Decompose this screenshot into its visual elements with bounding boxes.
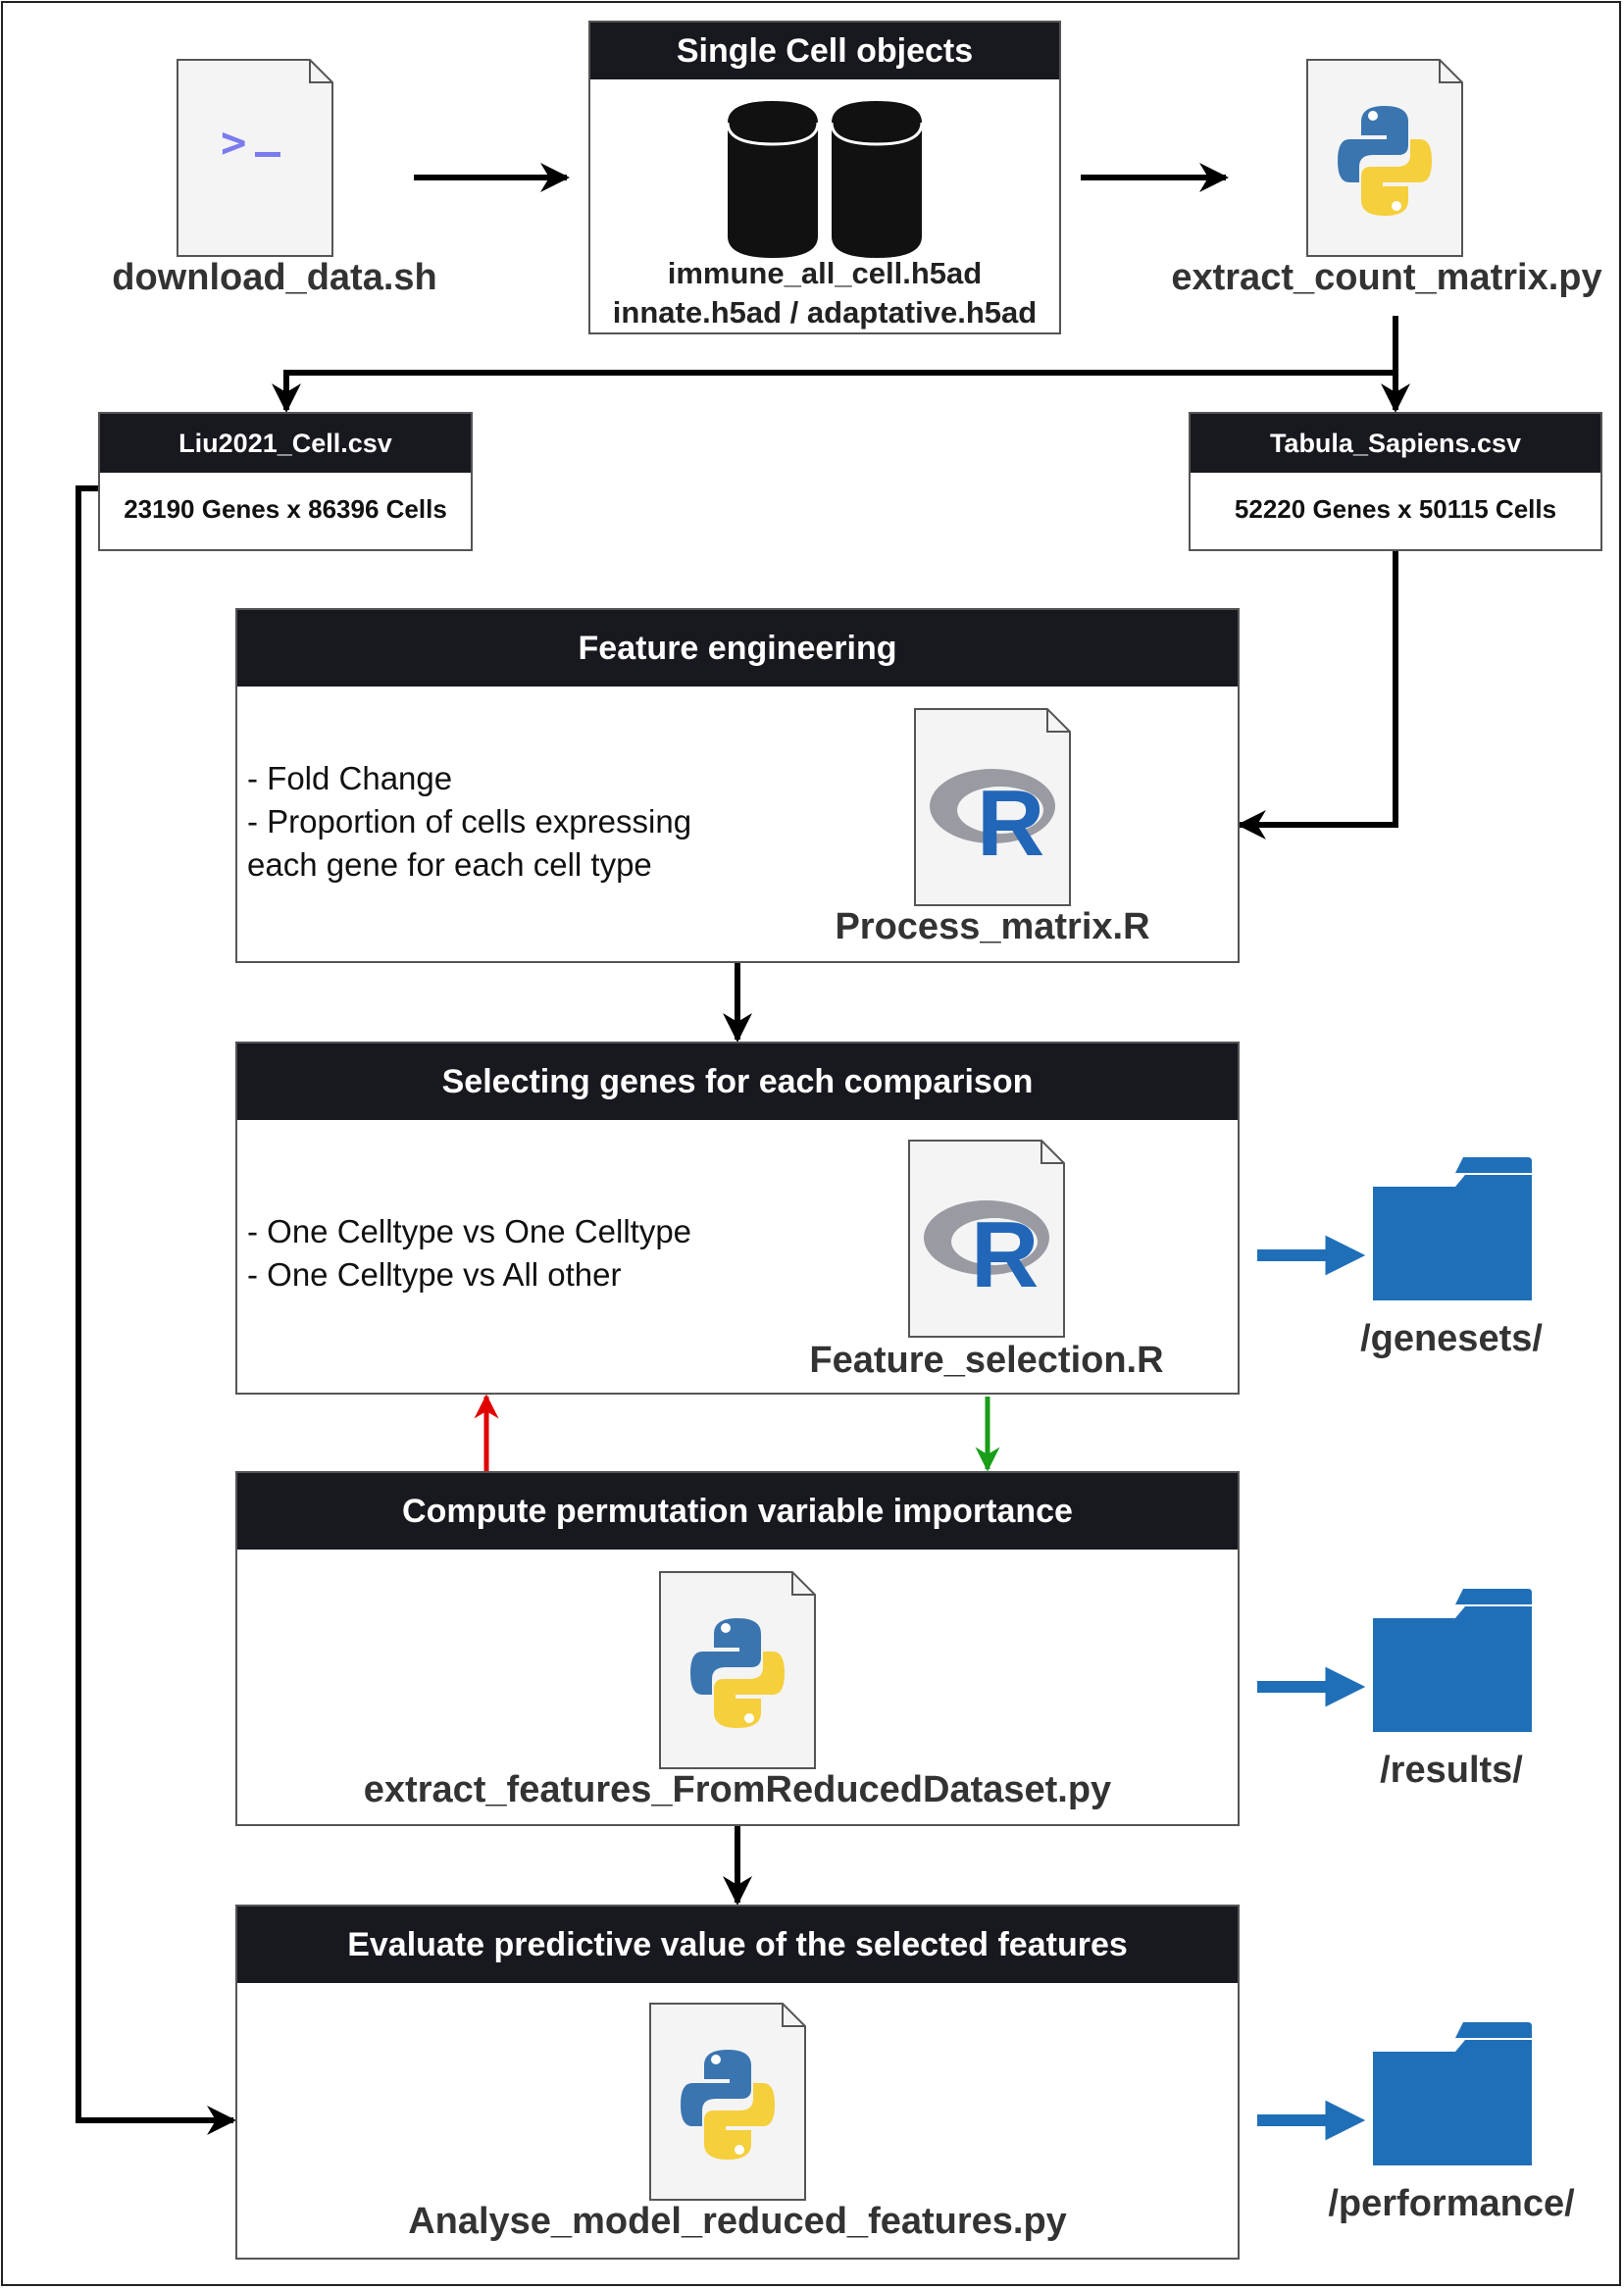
- single-cell-objects-title: Single Cell objects: [590, 23, 1059, 79]
- bullet-proportion: - Proportion of cells expressing: [247, 803, 692, 839]
- liu2021-csv-dims: 23190 Genes x 86396 Cells: [124, 494, 447, 524]
- bullet-fold-change: - Fold Change: [247, 760, 453, 796]
- r-logo-icon: R: [908, 1140, 1065, 1338]
- selecting-genes-box: Selecting genes for each comparison - On…: [235, 1042, 1240, 1395]
- genesets-folder-label: /genesets/: [1360, 1318, 1543, 1359]
- arrow-liu-to-evaluate: [76, 485, 236, 2135]
- feature-engineering-bullets: - Fold Change - Proportion of cells expr…: [247, 757, 691, 887]
- svg-text:R: R: [977, 771, 1044, 876]
- analyse-model-script-label: Analyse_model_reduced_features.py: [408, 2201, 1067, 2242]
- single-cell-objects-box: Single Cell objects immune_all_cell.h5ad…: [588, 21, 1061, 334]
- database-icon: [728, 101, 924, 258]
- arrow-tabula-to-feature-engineering: [1237, 549, 1398, 839]
- selecting-genes-title: Selecting genes for each comparison: [237, 1043, 1238, 1120]
- tabula-sapiens-csv-dims: 52220 Genes x 50115 Cells: [1234, 494, 1557, 524]
- performance-folder-label: /performance/: [1328, 2183, 1575, 2224]
- arrow-extract-to-liu: [272, 316, 1398, 413]
- process-matrix-script-label: Process_matrix.R: [835, 906, 1150, 947]
- python-icon: [649, 2003, 806, 2201]
- feature-engineering-box: Feature engineering - Fold Change - Prop…: [235, 608, 1240, 963]
- extract-features-script-label: extract_features_FromReducedDataset.py: [363, 1769, 1112, 1810]
- liu2021-csv-title: Liu2021_Cell.csv: [100, 414, 471, 473]
- extract-script-node: [1306, 59, 1463, 257]
- svg-text:>: >: [221, 118, 247, 168]
- evaluate-predictive-title: Evaluate predictive value of the selecte…: [237, 1907, 1238, 1983]
- permutation-importance-box: Compute permutation variable importance …: [235, 1471, 1240, 1826]
- permutation-importance-title: Compute permutation variable importance: [237, 1473, 1238, 1550]
- liu2021-csv-box: Liu2021_Cell.csv 23190 Genes x 86396 Cel…: [98, 412, 473, 551]
- download-script-node: >: [177, 59, 333, 257]
- bullet-one-vs-one: - One Celltype vs One Celltype: [247, 1213, 692, 1249]
- bullet-one-vs-all: - One Celltype vs All other: [247, 1256, 622, 1293]
- bullet-proportion-cont: each gene for each cell type: [247, 846, 652, 883]
- folder-icon: [1373, 2022, 1532, 2165]
- terminal-icon: >: [177, 59, 333, 257]
- h5ad-file-2: innate.h5ad / adaptative.h5ad: [612, 295, 1038, 330]
- tabula-sapiens-csv-box: Tabula_Sapiens.csv 52220 Genes x 50115 C…: [1189, 412, 1602, 551]
- r-logo-icon: R: [914, 708, 1071, 906]
- h5ad-file-1: immune_all_cell.h5ad: [667, 256, 983, 290]
- python-icon: [659, 1571, 816, 1769]
- folder-icon: [1373, 1157, 1532, 1300]
- feature-engineering-title: Feature engineering: [237, 610, 1238, 687]
- selecting-genes-bullets: - One Celltype vs One Celltype - One Cel…: [247, 1210, 691, 1297]
- folder-icon: [1373, 1589, 1532, 1732]
- python-icon: [1306, 59, 1463, 257]
- extract-script-label: extract_count_matrix.py: [1171, 257, 1602, 298]
- download-script-label: download_data.sh: [112, 257, 437, 298]
- evaluate-predictive-box: Evaluate predictive value of the selecte…: [235, 1905, 1240, 2260]
- svg-text:R: R: [971, 1202, 1039, 1307]
- feature-selection-script-label: Feature_selection.R: [809, 1340, 1164, 1381]
- tabula-sapiens-csv-title: Tabula_Sapiens.csv: [1191, 414, 1600, 473]
- results-folder-label: /results/: [1380, 1750, 1523, 1791]
